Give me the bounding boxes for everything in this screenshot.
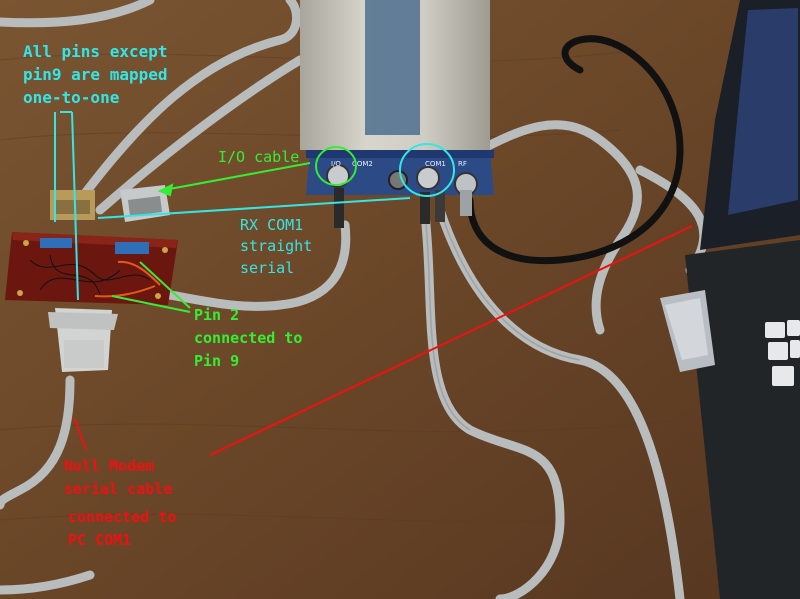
pin2-line-3: Pin 9 xyxy=(194,352,239,370)
port-label-com1: COM1 xyxy=(425,160,446,168)
laptop xyxy=(660,0,800,599)
rx-com1-line-1: RX COM1 xyxy=(240,216,303,234)
null-modem-line-2: serial cable xyxy=(64,480,172,498)
breakout-box xyxy=(5,190,178,305)
pc-com1-line-2: PC COM1 xyxy=(68,531,131,549)
port-label-io: I/O xyxy=(331,160,341,168)
annotation-lines xyxy=(54,111,693,456)
port-label-rf: RF xyxy=(458,160,467,168)
null-modem-connector xyxy=(48,308,118,372)
annotation-null-modem: Null Modem serial cable xyxy=(64,457,172,498)
annotation-pc-com1: connected to PC COM1 xyxy=(68,508,176,549)
rx-com1-line-2: straight xyxy=(240,237,312,255)
pin2-line-1: Pin 2 xyxy=(194,306,239,324)
pins-mapping-line-2: pin9 are mapped xyxy=(23,65,168,84)
gps-receiver: I/O COM2 COM1 RF xyxy=(300,0,494,228)
pc-com1-line-1: connected to xyxy=(68,508,176,526)
port-label-com2: COM2 xyxy=(352,160,373,168)
null-modem-line-1: Null Modem xyxy=(64,457,154,475)
pins-mapping-line-1: All pins except xyxy=(23,42,168,61)
pin2-line-2: connected to xyxy=(194,329,302,347)
gray-cables xyxy=(0,0,709,599)
pins-mapping-line-3: one-to-one xyxy=(23,88,119,107)
rx-com1-line-3: serial xyxy=(240,259,294,277)
annotation-pin2: Pin 2 connected to Pin 9 xyxy=(194,306,302,370)
db9-connector-io xyxy=(120,185,170,222)
annotation-pins-mapping: All pins except pin9 are mapped one-to-o… xyxy=(23,42,168,107)
black-rf-cable xyxy=(466,35,684,265)
annotation-io-cable: I/O cable xyxy=(218,148,299,166)
annotation-rx-com1: RX COM1 straight serial xyxy=(240,216,312,277)
